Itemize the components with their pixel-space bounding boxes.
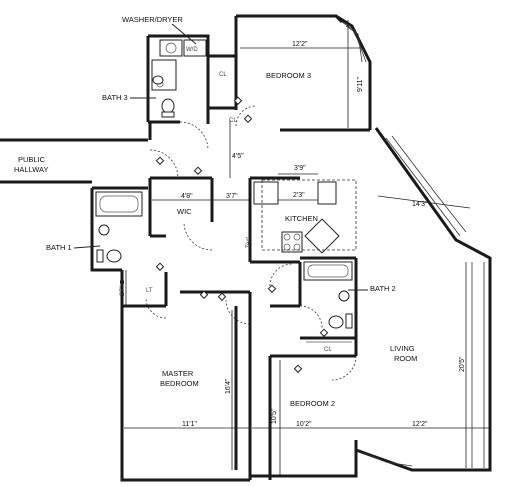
kitchen-counter xyxy=(253,181,279,205)
bath2-label: BATH 2 xyxy=(370,284,396,293)
room-labels: WASHER/DRYER W/D BEDROOM 3 BATH 3 PUBLIC… xyxy=(14,15,417,408)
bath1-toilet xyxy=(106,249,122,263)
lt-hall: LT xyxy=(146,288,153,294)
dim-kitchen-side: Text xyxy=(246,237,252,248)
bath1-sink xyxy=(98,224,110,236)
doors xyxy=(145,105,357,381)
cl-bedroom2: CL xyxy=(324,347,332,353)
exterior-walls xyxy=(0,14,492,482)
wic-label: WIC xyxy=(177,207,192,216)
living-room-label-1: LIVING xyxy=(390,344,415,353)
bath2-sink xyxy=(338,290,350,302)
dim-living-width: 12'2" xyxy=(412,421,428,428)
bath3-label: BATH 3 xyxy=(102,93,128,102)
cl-bedroom3: CL xyxy=(219,72,227,78)
wd-mark: W/D xyxy=(186,47,198,53)
dim-master-width: 11'1" xyxy=(182,421,197,428)
closet-labels: CL CL CL LT xyxy=(146,72,332,353)
kitchen-cooktop xyxy=(281,231,303,253)
dim-master-depth: 16'4" xyxy=(225,378,232,394)
public-hallway-label-2: HALLWAY xyxy=(14,165,48,174)
dim-wic-3-7: 3'7" xyxy=(226,193,238,200)
dim-living-depth: 20'5" xyxy=(459,356,466,372)
dim-wic-4-8: 4'8" xyxy=(181,193,193,200)
washer-dryer-label: WASHER/DRYER xyxy=(122,15,183,24)
fixtures xyxy=(95,39,357,343)
washer-dryer-unit xyxy=(183,39,207,57)
dim-kitchen-3-9: 3'9" xyxy=(294,165,306,172)
bath2-tub xyxy=(303,261,353,281)
bath3-door-swing xyxy=(179,121,209,151)
cl-hall: CL xyxy=(229,118,237,124)
dim-hall-4-5: 4'5" xyxy=(232,153,244,160)
dim-bed3-width: 12'2" xyxy=(292,41,308,48)
dim-bed2-depth: 10'5" xyxy=(271,408,278,424)
public-hallway-label-1: PUBLIC xyxy=(18,155,46,164)
bath1-tub xyxy=(95,191,143,217)
dim-kitchen-2-3: 2'3" xyxy=(293,192,305,199)
kitchen-label: KITCHEN xyxy=(285,214,318,223)
kitchen-island-sink xyxy=(304,218,340,254)
bath2-toilet xyxy=(328,315,344,329)
dim-living-14-3: 14'3" xyxy=(412,201,428,208)
bath3-toilet xyxy=(161,98,175,114)
dim-bed3-depth: 9'11" xyxy=(357,77,364,92)
master-bedroom-label-2: BEDROOM xyxy=(160,379,199,388)
bedroom2-label: BEDROOM 2 xyxy=(290,399,335,408)
dim-closet-2-7: 2'7" xyxy=(120,286,126,296)
dimension-lines xyxy=(124,20,490,476)
bath1-label: BATH 1 xyxy=(46,243,72,252)
living-room-label-2: ROOM xyxy=(394,354,417,363)
dimension-labels: 12'2" 9'11" 4'5" 3'9" 2'3" 4'8" 3'7" 14'… xyxy=(120,41,466,428)
marker-diamonds xyxy=(155,96,329,373)
master-bedroom-label-1: MASTER xyxy=(162,369,194,378)
bath3-shower xyxy=(151,59,177,91)
bedroom3-label: BEDROOM 3 xyxy=(266,71,311,80)
dim-bed2-width: 10'2" xyxy=(296,421,312,428)
